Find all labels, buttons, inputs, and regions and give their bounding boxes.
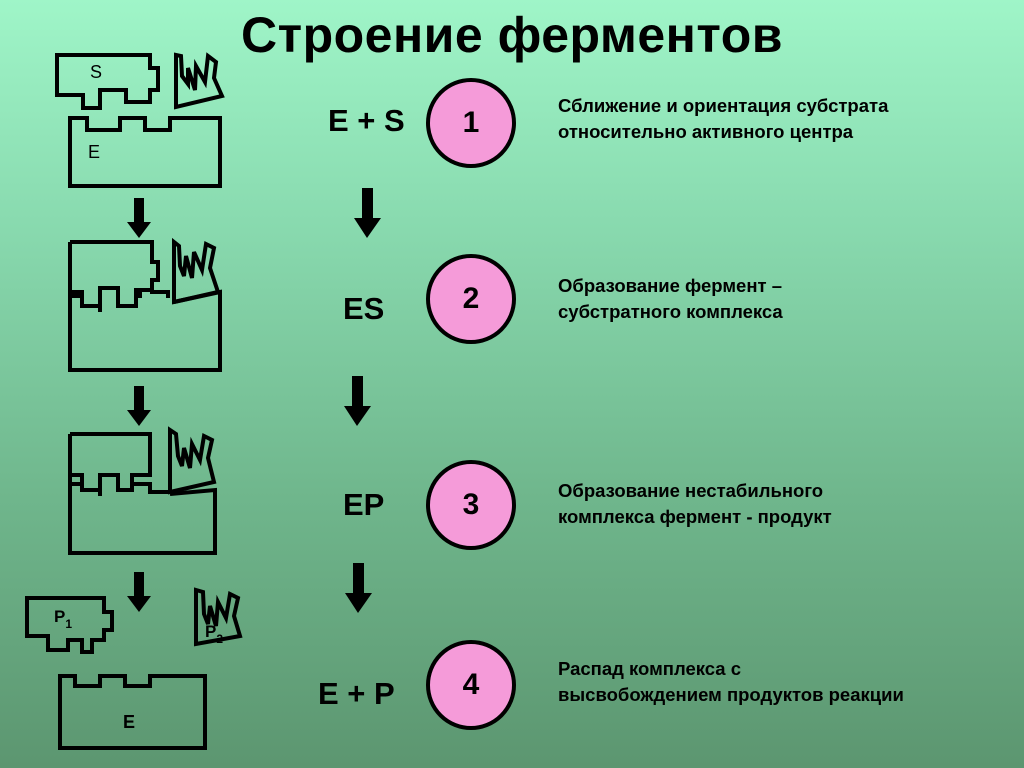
stage-label-3: EP — [343, 487, 385, 522]
step-number: 3 — [462, 488, 480, 521]
product2-label: P2 — [205, 622, 223, 646]
description-line: субстратного комплекса — [558, 301, 783, 322]
down-arrow-icon — [354, 188, 381, 238]
enzyme-label-top: E — [88, 142, 100, 162]
substrate-label: S — [90, 62, 102, 82]
step-number: 4 — [462, 668, 480, 701]
step-description-3: Образование нестабильного комплекса ферм… — [558, 478, 1008, 530]
substrate-shape — [55, 53, 160, 110]
substrate-in-enzyme-2 — [70, 240, 160, 308]
product1-shape — [25, 596, 114, 654]
claw-shape-3 — [168, 426, 217, 495]
step-number: 1 — [462, 106, 480, 139]
step-circle-2: 2 — [426, 254, 516, 344]
step-circle-1: 1 — [426, 78, 516, 168]
description-line: относительно активного центра — [558, 121, 854, 142]
claw-shape — [174, 52, 225, 110]
claw-shape-2 — [172, 237, 221, 305]
enzyme-shape-4 — [58, 674, 207, 750]
enzyme-shape-1 — [68, 116, 222, 188]
description-line: Образование нестабильного — [558, 480, 824, 501]
down-arrow-icon — [127, 386, 151, 426]
description-line: Образование фермент – — [558, 275, 782, 296]
step-description-4: Распад комплекса с высвобождением продук… — [558, 656, 1008, 708]
product1-label: P1 — [54, 607, 72, 631]
description-line: Распад комплекса с — [558, 658, 741, 679]
stage-label-1: E + S — [328, 103, 405, 138]
down-arrow-icon — [345, 563, 372, 613]
stage-label-2: ES — [343, 291, 385, 326]
down-arrow-icon — [127, 572, 151, 612]
step-description-1: Сближение и ориентация субстрата относит… — [558, 93, 1008, 145]
page-title: Строение ферментов — [240, 7, 783, 63]
step-circle-4: 4 — [426, 640, 516, 730]
step-circle-3: 3 — [426, 460, 516, 550]
description-line: Сближение и ориентация субстрата — [558, 95, 889, 116]
substrate-in-enzyme-3 — [70, 432, 152, 492]
enzyme-shape-3 — [68, 434, 217, 555]
down-arrow-icon — [127, 198, 151, 238]
step-number: 2 — [462, 282, 480, 315]
description-line: комплекса фермент - продукт — [558, 506, 832, 527]
step-description-2: Образование фермент – субстратного компл… — [558, 273, 1008, 325]
enzyme-label-bottom: E — [123, 712, 135, 732]
product2-shape — [194, 587, 243, 647]
stage-label-4: E + P — [318, 676, 395, 711]
down-arrow-icon — [344, 376, 371, 426]
description-line: высвобождением продуктов реакции — [558, 684, 904, 705]
